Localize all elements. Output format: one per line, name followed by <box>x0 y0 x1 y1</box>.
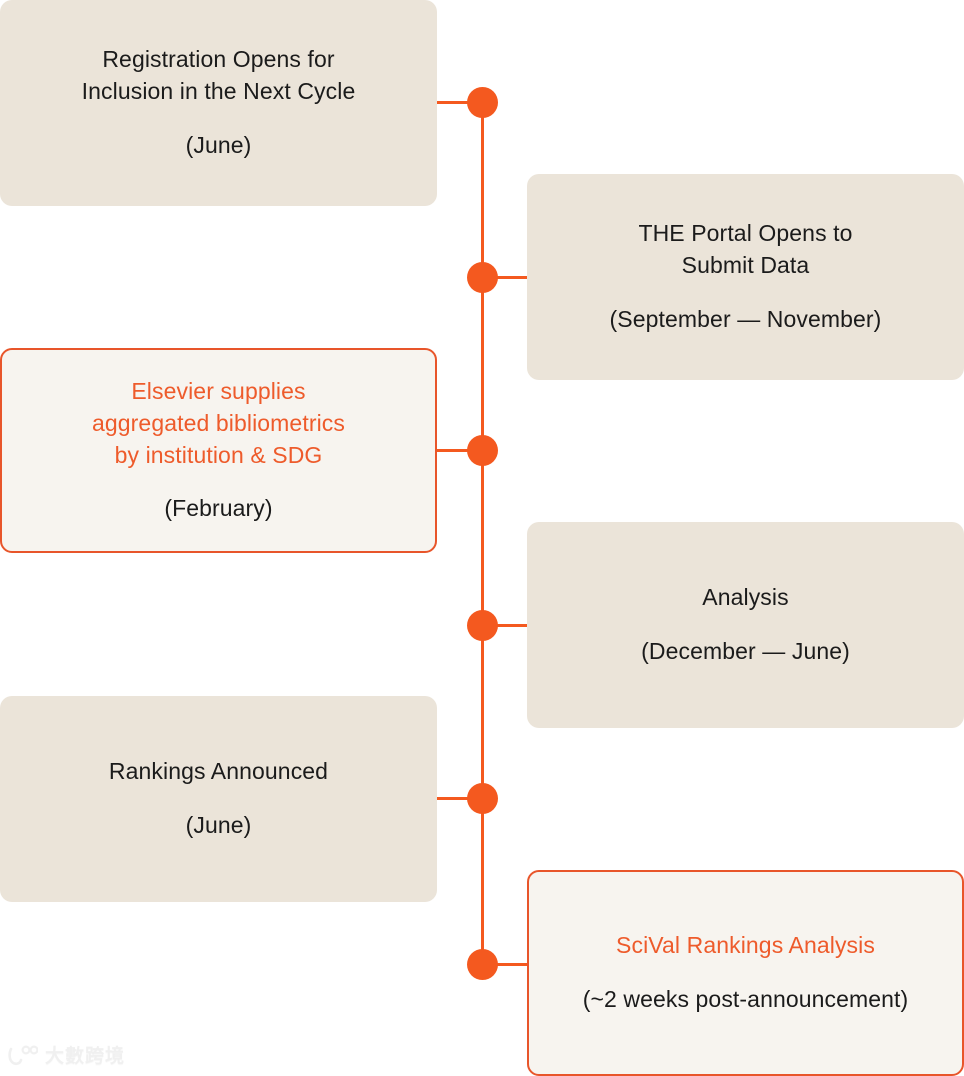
event-title: Rankings Announced <box>108 758 329 785</box>
event-period: (June) <box>185 812 252 838</box>
event-card-scival-rankings-analysis[interactable]: SciVal Rankings Analysis (~2 weeks post-… <box>527 870 964 1076</box>
timeline-spine <box>481 102 484 964</box>
timeline-dot-5[interactable] <box>467 783 498 814</box>
event-period: (September — November) <box>609 305 882 332</box>
timeline-dot-3[interactable] <box>467 435 498 466</box>
connector-line-1 <box>437 101 485 104</box>
event-card-analysis[interactable]: Analysis (December — June) <box>527 522 964 728</box>
event-period: (June) <box>185 131 252 158</box>
watermark-logo-icon <box>8 1043 39 1067</box>
event-period: (February) <box>164 495 273 522</box>
connector-line-4 <box>482 624 530 627</box>
timeline-dot-2[interactable] <box>467 262 498 293</box>
connector-line-2 <box>482 276 530 279</box>
timeline-dot-6[interactable] <box>467 949 498 980</box>
event-period: (~2 weeks post-announcement) <box>582 986 909 1012</box>
connector-line-5 <box>437 797 485 800</box>
timeline-dot-1[interactable] <box>467 87 498 118</box>
event-period: (December — June) <box>641 638 850 664</box>
connector-line-3 <box>437 449 485 452</box>
event-title: Elsevier supplies aggregated bibliometri… <box>92 378 345 468</box>
event-title: THE Portal Opens to Submit Data <box>638 220 853 279</box>
timeline-dot-4[interactable] <box>467 610 498 641</box>
event-card-elsevier-supplies-bibliometrics[interactable]: Elsevier supplies aggregated bibliometri… <box>0 348 437 553</box>
event-title: Registration Opens for Inclusion in the … <box>81 46 356 105</box>
event-card-the-portal-opens[interactable]: THE Portal Opens to Submit Data (Septemb… <box>527 174 964 380</box>
event-card-rankings-announced[interactable]: Rankings Announced (June) <box>0 696 437 902</box>
event-title: Analysis <box>702 584 789 611</box>
watermark-text: 大數跨境 <box>45 1045 126 1067</box>
watermark: 大數跨境 <box>8 1041 125 1068</box>
connector-line-6 <box>482 963 530 966</box>
event-title: SciVal Rankings Analysis <box>616 932 875 959</box>
event-card-registration-opens[interactable]: Registration Opens for Inclusion in the … <box>0 0 437 206</box>
